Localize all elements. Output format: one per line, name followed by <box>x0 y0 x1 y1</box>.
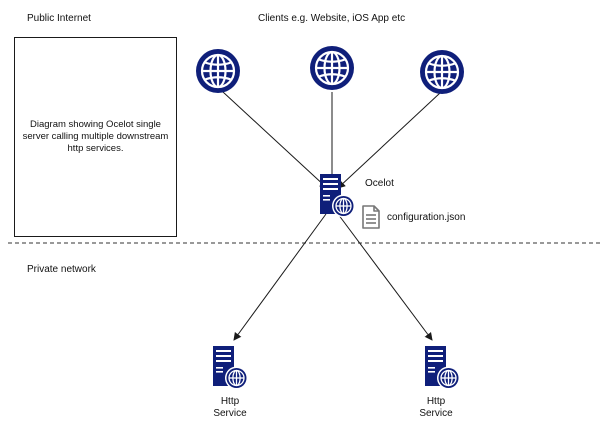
globe-icon <box>309 45 355 91</box>
public-internet-label: Public Internet <box>27 13 91 24</box>
web-server-icon <box>424 345 460 391</box>
service-left-label-line2: Service <box>213 408 247 419</box>
service-left-label-line1: Http <box>220 396 240 407</box>
ocelot-label: Ocelot <box>365 178 394 189</box>
edge-client-right-to-ocelot <box>337 92 441 189</box>
clients-label: Clients e.g. Website, iOS App etc <box>258 13 406 24</box>
private-network-label: Private network <box>27 264 96 275</box>
edge-ocelot-to-service-right <box>337 213 433 341</box>
service-right-label-line2: Service <box>419 408 453 419</box>
globe-icon <box>419 49 465 95</box>
config-file-label: configuration.json <box>387 212 466 223</box>
edge-client-left-to-ocelot <box>222 91 328 189</box>
web-server-icon <box>212 345 248 391</box>
note-box: Diagram showing Ocelot single server cal… <box>14 37 177 237</box>
web-server-icon <box>319 173 355 219</box>
globe-icon <box>195 48 241 94</box>
edge-ocelot-to-service-left <box>233 213 327 341</box>
service-right-label-line1: Http <box>426 396 446 407</box>
document-icon <box>362 205 380 229</box>
note-text: Diagram showing Ocelot single server cal… <box>22 119 169 154</box>
